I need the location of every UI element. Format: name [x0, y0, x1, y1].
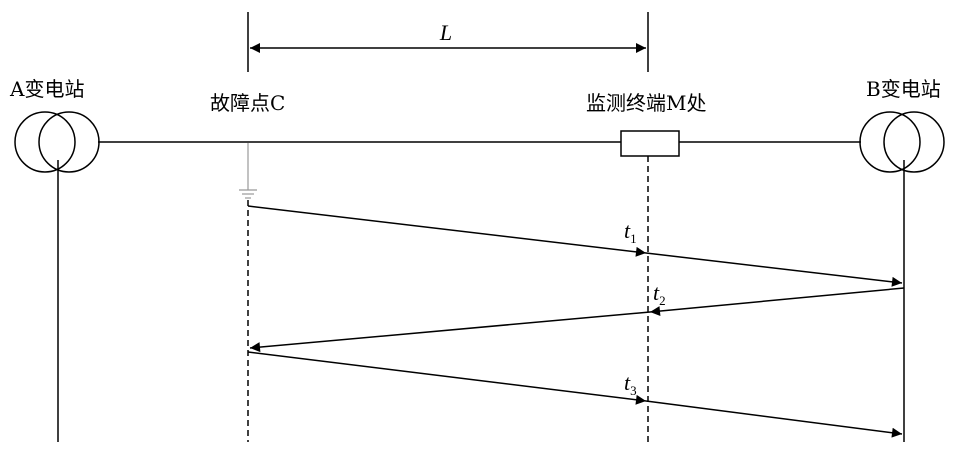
- wave-3-fault-to-b: [247, 351, 903, 438]
- transformer-a-icon: [14, 111, 100, 173]
- ground-icon: [239, 143, 257, 199]
- transformer-b-icon: [859, 111, 945, 173]
- time-label-t1: t1: [624, 218, 637, 246]
- wave-2-b-to-fault: [249, 287, 905, 353]
- fault-point-label: 故障点C: [210, 91, 285, 115]
- time-label-t2: t2: [653, 280, 666, 308]
- monitor-terminal-box: [620, 130, 680, 157]
- monitor-label: 监测终端M处: [586, 91, 706, 115]
- station-a-label: A变电站: [9, 77, 84, 101]
- distance-label: L: [439, 20, 452, 45]
- wave-1-fault-to-b: [247, 205, 903, 287]
- station-b-label: B变电站: [866, 77, 941, 101]
- time-label-t3: t3: [624, 370, 637, 398]
